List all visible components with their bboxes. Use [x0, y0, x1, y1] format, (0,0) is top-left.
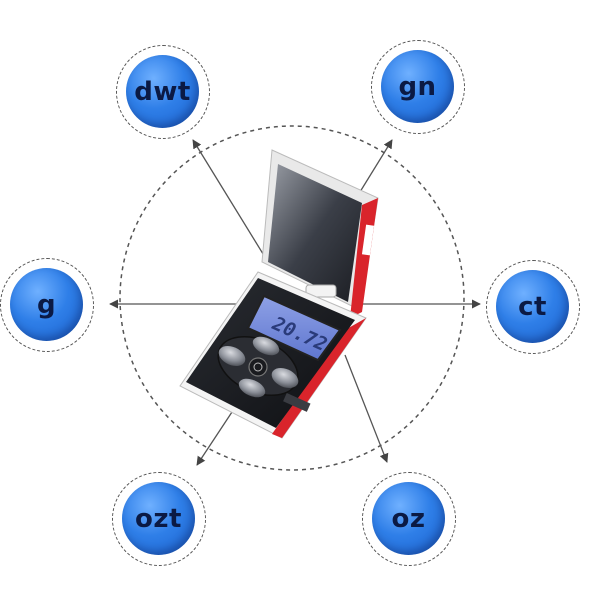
power-icon: [253, 362, 263, 372]
unit-oz-label: oz: [391, 503, 426, 534]
arrow-to-ozt: [196, 411, 233, 466]
button-top: [252, 336, 280, 356]
unit-ct: ct: [486, 260, 580, 354]
unit-ozt-label: ozt: [135, 503, 182, 534]
unit-ozt-bubble: ozt: [122, 482, 195, 555]
scale-lcd: [246, 294, 342, 362]
unit-dwt: dwt: [116, 45, 210, 139]
unit-ct-bubble: ct: [496, 270, 569, 343]
lid-label-strip: [361, 224, 375, 256]
button-left: [218, 345, 246, 367]
unit-g-label: g: [36, 289, 57, 320]
scale-base-red-edge: [272, 318, 366, 438]
unit-oz: oz: [362, 472, 456, 566]
arrow-to-oz: [344, 354, 389, 463]
base-pad: [283, 393, 311, 412]
unit-gn-bubble: gn: [381, 50, 454, 123]
unit-oz-bubble: oz: [372, 482, 445, 555]
unit-ozt: ozt: [112, 472, 206, 566]
unit-dwt-bubble: dwt: [126, 55, 199, 128]
unit-gn-label: gn: [398, 71, 437, 102]
arrow-to-dwt: [192, 139, 269, 263]
center-dashed-circle: [119, 125, 465, 471]
unit-ct-label: ct: [518, 291, 547, 322]
scale-lid-mirror: [268, 164, 362, 302]
unit-g-bubble: g: [10, 268, 83, 341]
unit-g: g: [0, 258, 94, 352]
button-center: [248, 357, 268, 377]
unit-gn: gn: [371, 40, 465, 134]
button-bottom: [238, 378, 266, 398]
unit-dwt-label: dwt: [134, 76, 191, 107]
scale-hinge: [305, 284, 337, 298]
button-right: [271, 367, 299, 389]
